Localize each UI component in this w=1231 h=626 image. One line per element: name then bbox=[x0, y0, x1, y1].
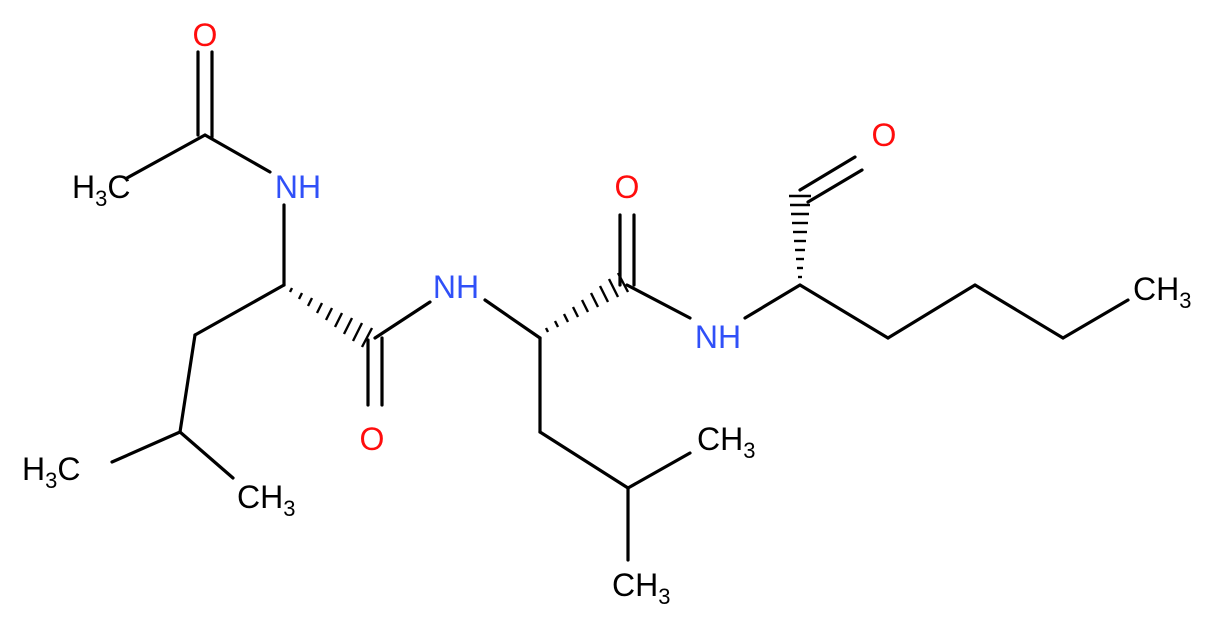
methyl-acetyl: H3C bbox=[72, 169, 130, 211]
methyl-butyl: CH3 bbox=[1133, 271, 1191, 313]
bond-acetyl-n bbox=[203, 133, 272, 174]
bond-c2-n3 bbox=[625, 283, 692, 320]
bond-ch-me-b bbox=[178, 430, 235, 480]
bond-c1-n2 bbox=[373, 300, 432, 340]
bond-c3-ch3 bbox=[1061, 298, 1130, 340]
atom-labels: O H3C NH H3C CH3 O NH O CH3 CH3 NH O CH3 bbox=[22, 17, 1191, 609]
stereo-wedges bbox=[288, 194, 811, 348]
hash-lines-alpha3 bbox=[789, 194, 811, 279]
nitrogen-1: NH bbox=[275, 169, 321, 205]
bond-c2-c3 bbox=[973, 283, 1065, 340]
bond-n3-alpha3 bbox=[743, 283, 802, 320]
methyl-iso1-b: CH3 bbox=[237, 479, 295, 521]
oxygen-amide2: O bbox=[615, 169, 640, 205]
bond-c1-c2 bbox=[886, 283, 977, 340]
hash-lines-alpha1 bbox=[288, 287, 374, 348]
bond-acetyl-ch3 bbox=[125, 133, 207, 180]
bond-ch-me-2a bbox=[626, 451, 692, 490]
methyl-iso2-b: CH3 bbox=[612, 567, 670, 609]
bond-cho-co-b bbox=[806, 168, 864, 204]
oxygen-acetyl: O bbox=[193, 17, 218, 53]
bond-alpha1-ch2 bbox=[193, 283, 286, 337]
bond-ch2-ch bbox=[178, 333, 197, 434]
nitrogen-2: NH bbox=[433, 269, 479, 305]
methyl-iso2-a: CH3 bbox=[697, 421, 755, 463]
nitrogen-3: NH bbox=[695, 319, 741, 355]
bond-cho-co-a bbox=[798, 155, 857, 192]
oxygen-amide1: O bbox=[360, 421, 385, 457]
oxygen-aldehyde: O bbox=[872, 117, 897, 153]
bond-n2-alpha2 bbox=[483, 298, 542, 340]
hash-lines-alpha2 bbox=[544, 272, 630, 333]
bond-alpha3-c1 bbox=[798, 283, 890, 340]
bond-ch2-ch-2 bbox=[538, 430, 630, 490]
bond-ch-me-a bbox=[110, 430, 182, 464]
bonds bbox=[110, 50, 1130, 562]
methyl-iso1-a: H3C bbox=[22, 451, 80, 493]
